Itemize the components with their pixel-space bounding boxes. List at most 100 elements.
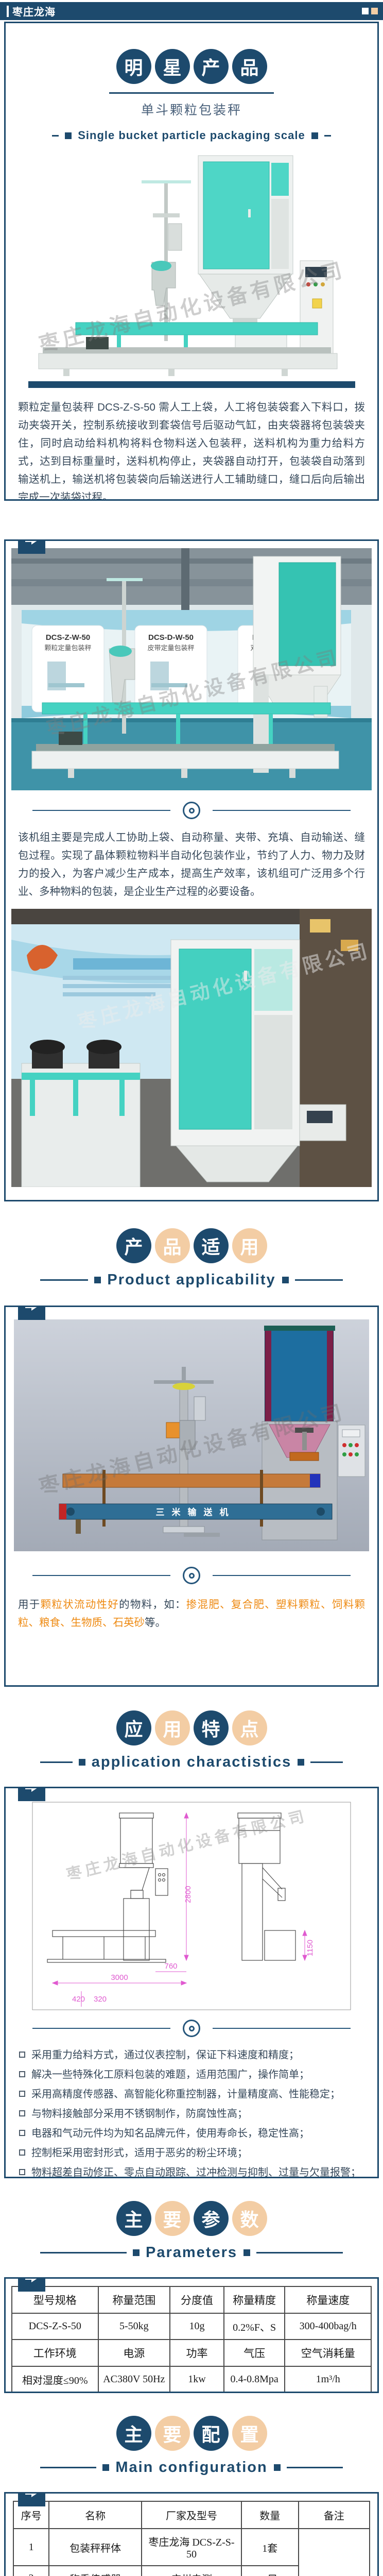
- table-row: 序号 名称 厂家及型号 数量 备注: [12, 2501, 371, 2529]
- divider-line: [213, 2028, 351, 2029]
- arrow-icon: [25, 541, 39, 545]
- head-circle-char: 用: [232, 1228, 267, 1263]
- square-left: [65, 132, 72, 139]
- technical-drawing: 枣庄龙海自动化设备有限公司: [32, 1802, 351, 2010]
- divider-line: [32, 1575, 170, 1576]
- rule-right: [324, 134, 331, 137]
- product-photo: 枣庄龙海自动化设备有限公司: [14, 151, 369, 378]
- parameters-circles: 主 要 参 数: [0, 2201, 383, 2236]
- characteristics-section: 枣庄龙海自动化设备有限公司: [4, 1787, 379, 2178]
- hero-circle-char: 明: [116, 49, 151, 84]
- brand-accent-bar: [7, 5, 9, 17]
- section-head-characteristics: 应 用 特 点 application charactistics: [0, 1710, 383, 1770]
- square-right: [282, 1277, 289, 1283]
- divider-circle-icon: [183, 1567, 200, 1584]
- factory-photo-1-illustration: DCS-Z-W-50 颗粒定量包装秤 DCS-D-W-50 皮带定量包装秤 DC…: [11, 548, 372, 790]
- head-circle-char: 适: [193, 1228, 229, 1263]
- list-item: 与物料接触部分采用不锈钢制作，防腐蚀性高；: [19, 2104, 364, 2124]
- table-row: 2称重传感器广州电测1只: [12, 2565, 370, 2576]
- col-header: 电源: [97, 2339, 171, 2367]
- divider-ornament: [32, 2020, 351, 2037]
- characteristics-circles: 应 用 特 点: [0, 1710, 383, 1745]
- parameters-title-en: Parameters: [146, 2244, 237, 2261]
- cell: 1套: [240, 2528, 299, 2566]
- arrow-badge: [18, 1788, 45, 1801]
- head-circle-char: 点: [232, 1710, 267, 1745]
- cell: AC380V 50Hz: [97, 2366, 171, 2392]
- cad-render-illustration: 三米输送机: [14, 1319, 369, 1551]
- head-circle-char: 置: [232, 2416, 267, 2451]
- configuration-title-row: Main configuration: [0, 2459, 383, 2476]
- configuration-circles: 主 要 配 置: [0, 2416, 383, 2451]
- square-bullet-icon: [19, 2052, 25, 2058]
- product-name: 单斗颗粒包装秤: [141, 103, 242, 117]
- top-header-bar: 枣庄龙海: [0, 2, 383, 20]
- text-highlight: 颗粒状流动性好: [40, 1599, 119, 1611]
- square-left: [94, 1277, 101, 1283]
- poster-name: 皮带定量包装秤: [147, 644, 194, 652]
- divider-ornament: [32, 1567, 351, 1584]
- square-right: [298, 1759, 305, 1766]
- square-left: [133, 2249, 140, 2256]
- poster-model: DCS-Z-W-50: [46, 633, 90, 642]
- factory-photo-1: 枣庄龙海自动化设备有限公司 DCS-Z-W-50 颗粒定量包装秤: [11, 548, 372, 790]
- product-photo-illustration: [14, 151, 369, 378]
- square-right: [311, 132, 318, 139]
- rule-right: [286, 2467, 343, 2468]
- bullet-text: 电器和气动元件均为知名品牌元件，使用寿命长，稳定性高；: [31, 2128, 309, 2139]
- rule-left: [40, 2252, 127, 2253]
- badge-line: [67, 2277, 284, 2278]
- factory-photo-2-illustration: [11, 909, 372, 1187]
- square-bullet-icon: [19, 2130, 25, 2136]
- col-header: 分度值: [169, 2286, 224, 2314]
- bullet-text: 与物料接触部分采用不锈钢制作，防腐蚀性高；: [31, 2108, 248, 2120]
- square-bullet-icon: [19, 2071, 25, 2077]
- dim-3: 1150: [306, 1940, 315, 1956]
- bullet-text: 采用高精度传感器、高智能化称重控制器，计量精度高、性能稳定；: [31, 2089, 340, 2100]
- photo-frame-bar: [28, 381, 355, 388]
- rule-left: [40, 2467, 97, 2468]
- overview-paragraph: 该机组主要是完成人工协助上袋、自动称量、夹带、充填、自动输送、缝包过程。实现了晶…: [18, 832, 365, 897]
- col-header: 名称: [48, 2501, 143, 2529]
- square-left: [102, 2464, 110, 2471]
- hero-english-title-row: Single bucket particle packaging scale: [6, 129, 377, 142]
- bullet-text: 采用重力给料方式，通过仪表控制，保证下料速度和精度；: [31, 2049, 299, 2061]
- badge-line: [67, 1306, 284, 1307]
- cell: 1: [12, 2528, 50, 2566]
- cad-render: 枣庄龙海自动化设备有限公司: [14, 1319, 369, 1551]
- applicability-section: 枣庄龙海自动化设备有限公司: [4, 1306, 379, 1687]
- product-name-en: Single bucket particle packaging scale: [78, 129, 305, 142]
- hero-underline: [109, 92, 274, 94]
- text-plain: 等。: [145, 1617, 166, 1629]
- badge-line: [67, 2492, 284, 2493]
- arrow-icon: [25, 2279, 39, 2282]
- head-circle-char: 用: [154, 1710, 190, 1745]
- rule-left: [40, 1279, 89, 1281]
- square-left: [78, 1759, 85, 1766]
- col-header: 空气消耗量: [284, 2339, 372, 2367]
- applicability-text: 用于颗粒状流动性好的物料，如：掺混肥、复合肥、塑料颗粒、饲料颗粒、粮食、生物质、…: [6, 1596, 377, 1632]
- configuration-table: 序号 名称 厂家及型号 数量 备注 1 包装秤秤体 枣庄龙海 DCS-Z-S-5…: [12, 2501, 371, 2576]
- divider-ornament: [32, 802, 351, 819]
- arrow-badge: [18, 1307, 45, 1320]
- brand: 枣庄龙海: [7, 4, 56, 19]
- poster-name: 颗粒定量包装秤: [44, 644, 91, 652]
- bullet-text: 物料超差自动修正、零点自动跟踪、过冲检测与抑制、过量与欠量报警；: [31, 2167, 361, 2178]
- square-bullet-icon: [19, 2149, 25, 2156]
- cell: 10g: [169, 2313, 224, 2340]
- rule-right: [256, 2252, 343, 2253]
- cell: 5-50kg: [97, 2313, 171, 2340]
- cell: 0.4-0.8Mpa: [223, 2366, 286, 2392]
- text-plain: 的物料，如：: [119, 1599, 186, 1611]
- cell: 广州电测: [141, 2565, 242, 2576]
- hero-section: 明 星 产 品 单斗颗粒包装秤 Single bucket particle p…: [4, 22, 379, 501]
- dim-total: 3000: [111, 1973, 128, 1982]
- list-item: 采用高精度传感器、高智能化称重控制器，计量精度高、性能稳定；: [19, 2084, 364, 2104]
- rule-left: [52, 134, 59, 137]
- poster-model: DCS-D-W-50: [148, 633, 194, 642]
- square-bullet-icon: [19, 2091, 25, 2097]
- technical-drawing-illustration: 2800 760 3000 420 320 1150: [32, 1802, 351, 2010]
- square-bullet-icon: [19, 2110, 25, 2116]
- list-item: 解决一些特殊化工原料包装的难题，适用范围广，操作简单；: [19, 2065, 364, 2084]
